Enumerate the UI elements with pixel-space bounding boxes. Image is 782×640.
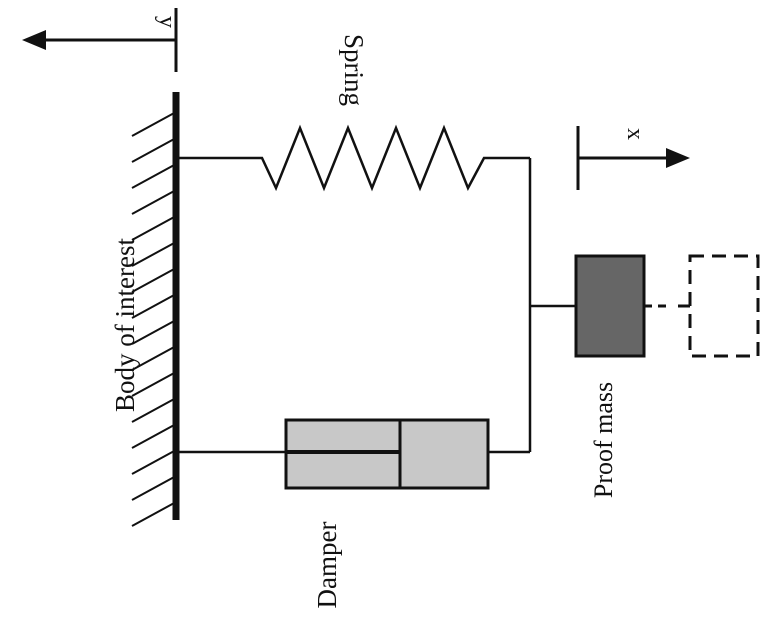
x-arrowhead: [666, 148, 690, 168]
hatch-line: [131, 241, 177, 267]
damper: [284, 418, 490, 490]
connector-lines: [176, 158, 576, 454]
displaced-proof-mass: [644, 254, 760, 358]
hatch-line: [131, 501, 177, 527]
hatch-line: [131, 423, 177, 449]
hatch-line: [131, 163, 177, 189]
x-axis-label: x: [622, 128, 648, 140]
y-axis-arrow: [42, 8, 178, 72]
hatch-line: [131, 319, 177, 345]
spring: [176, 124, 530, 192]
hatch-line: [131, 215, 177, 241]
damper-label: Damper: [312, 522, 342, 609]
wall-hatching: [131, 111, 177, 527]
hatch-line: [131, 189, 177, 215]
hatch-line: [131, 267, 177, 293]
spring-label: Spring: [339, 34, 369, 106]
body-of-interest-label: Body of interest: [110, 238, 140, 412]
hatch-line: [131, 293, 177, 319]
hatch-line: [131, 449, 177, 475]
hatch-line: [131, 345, 177, 371]
hatch-line: [131, 371, 177, 397]
hatch-line: [131, 137, 177, 163]
proof-mass-label: Proof mass: [589, 382, 618, 498]
y-axis-label: y: [154, 16, 180, 28]
x-axis-arrow: [576, 126, 670, 190]
hatch-line: [131, 397, 177, 423]
hatch-line: [131, 475, 177, 501]
proof-mass: [574, 254, 646, 358]
hatch-line: [131, 111, 177, 137]
body-of-interest-wall: [131, 92, 180, 527]
y-arrowhead: [22, 30, 46, 50]
